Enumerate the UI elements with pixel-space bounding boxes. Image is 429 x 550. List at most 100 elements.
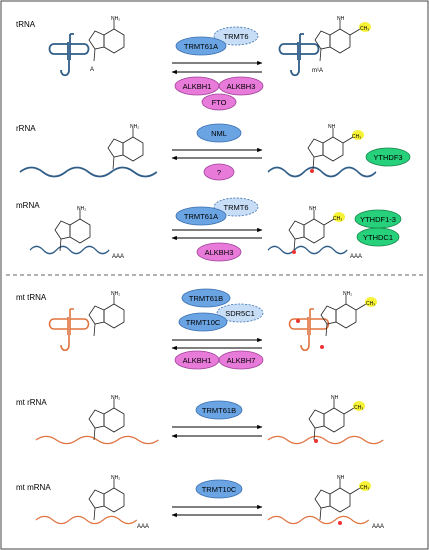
writer-enzyme: TRMT10C: [202, 485, 237, 494]
modified-site-marker: [292, 250, 296, 254]
row-mt-trna: mt tRNA NH₂ TRMT61B SDR5C1 TRMT10C ALKBH…: [16, 288, 378, 370]
amine-label: NH₂: [130, 124, 139, 130]
trna-product: NH CH₃ m¹A: [278, 16, 372, 77]
writer-enzyme: SDR5C1: [225, 309, 255, 318]
mrna-strand: [267, 245, 348, 255]
writer-enzyme: TRMT61B: [189, 294, 223, 303]
eraser-enzyme: ALKBH3: [205, 248, 234, 257]
row-mrna: mRNA NH₂ AAA TRMT6 TRMT61A ALKBH3 NH CH₃…: [16, 197, 402, 262]
eraser-enzyme: ALKBH1: [183, 82, 212, 91]
reader-protein-ellipse: [356, 227, 400, 247]
imine-label: NH: [331, 395, 339, 401]
modified-site-marker: [320, 345, 324, 349]
writer-enzyme-ellipse: [195, 479, 243, 499]
writer-enzyme-ellipse: [196, 123, 242, 143]
modified-site-marker: [338, 521, 342, 525]
mrna-strand: [29, 245, 110, 255]
trna-cloverleaf-icon: [288, 308, 330, 352]
eraser-enzyme-ellipse: [196, 242, 242, 262]
row-label: mt tRNA: [16, 293, 47, 302]
amine-label: NH₂: [111, 291, 120, 297]
methyl-label: CH₃: [354, 405, 363, 411]
methyl-label: CH₃: [366, 301, 375, 307]
eraser-enzyme: ALKBH3: [227, 82, 256, 91]
amine-label: NH₂: [77, 206, 86, 212]
eraser-enzyme: ?: [217, 168, 221, 177]
trna-cloverleaf-icon: [48, 308, 90, 352]
methyl-label: CH₃: [333, 216, 342, 222]
modified-site-marker: [296, 319, 300, 323]
row-rrna: rRNA NH₂ NML ? NH CH₃ YTHDF3: [16, 123, 411, 181]
writer-enzyme: TRMT6: [224, 32, 249, 41]
eraser-enzyme-ellipse: [218, 76, 264, 96]
writer-enzyme-ellipse: [175, 36, 227, 56]
modified-site-marker: [314, 439, 318, 443]
mt-rrna-strand: [35, 435, 160, 445]
writer-enzyme-ellipse: [216, 303, 264, 323]
mt-mrna-strand: [35, 515, 138, 525]
adenine-structure: [88, 478, 125, 521]
modified-site-marker: [310, 169, 314, 173]
row-label: mt rRNA: [16, 398, 47, 407]
writer-enzyme-ellipse: [213, 26, 259, 46]
writer-enzyme: TRMT61A: [184, 212, 218, 221]
adenine-structure: [88, 294, 125, 337]
reader-protein: YTHDF3: [373, 153, 402, 162]
amine-label: NH₂: [111, 475, 120, 481]
adenine-structure: [54, 209, 91, 252]
eraser-enzyme: FTO: [212, 98, 227, 107]
row-label: rRNA: [16, 124, 36, 133]
row-trna: tRNA NH₂ A TRMT6 TRMT61A ALKBH1 ALKBH3 F…: [16, 16, 372, 111]
methyl-label: CH₃: [352, 134, 361, 140]
methyl-label: CH₃: [360, 485, 369, 491]
polya-tail: AAA: [112, 254, 124, 260]
adenine-structure: [88, 398, 125, 441]
mt-rrna-strand: [267, 435, 384, 445]
eraser-enzyme: ALKBH1: [183, 356, 212, 365]
trna-substrate: NH₂ A: [48, 16, 125, 77]
reader-protein: YTHDF1-3: [360, 215, 396, 224]
writer-enzyme-ellipse: [181, 288, 231, 308]
writer-enzyme: TRMT61B: [202, 406, 236, 415]
writer-enzyme: TRMT6: [224, 203, 249, 212]
imine-label: NH: [337, 475, 345, 481]
adenine-structure: [88, 19, 125, 62]
substrate-mark: A: [90, 67, 94, 73]
writer-enzyme-ellipse: [175, 206, 227, 226]
imine-label: NH: [337, 16, 345, 22]
polya-tail: AAA: [137, 524, 149, 530]
writer-enzyme-ellipse: [178, 312, 228, 332]
trna-cloverleaf-icon: [48, 33, 90, 77]
writer-complex: TRMT6 TRMT61A: [175, 26, 259, 56]
adenine-structure: [107, 127, 144, 170]
reader-protein-ellipse: [365, 147, 411, 167]
amine-label: NH₂: [111, 395, 120, 401]
row-label: mt mRNA: [16, 483, 51, 492]
writer-enzyme: TRMT61A: [184, 42, 218, 51]
writer-enzyme: NML: [211, 129, 227, 138]
product-mark: m¹A: [312, 68, 323, 74]
rrna-strand: [267, 166, 377, 178]
row-mt-rrna: mt rRNA NH₂ TRMT61B NH CH₃: [16, 395, 384, 445]
methyl-label: CH₃: [360, 26, 369, 32]
reader-protein: YTHDC1: [363, 233, 393, 242]
amine-label: NH₂: [111, 16, 120, 22]
row-label: tRNA: [16, 20, 36, 29]
polya-tail: AAA: [350, 254, 362, 260]
row-mt-mrna: mt mRNA NH₂ AAA TRMT10C NH CH₃ AAA: [16, 475, 384, 530]
eraser-enzyme: ALKBH7: [227, 356, 256, 365]
eraser-enzyme-ellipse: [201, 93, 237, 111]
eraser-enzyme-ellipse: [203, 163, 235, 181]
eraser-group: ALKBH1 ALKBH3 FTO: [174, 76, 264, 111]
row-label: mRNA: [16, 201, 40, 210]
writer-enzyme-ellipse: [195, 400, 243, 420]
imine-label: NH: [328, 124, 336, 130]
mt-mrna-strand: [267, 515, 370, 525]
rrna-strand: [19, 166, 158, 178]
imine-label: NH: [309, 206, 317, 212]
amine-label: NH₂: [343, 291, 352, 297]
polya-tail: AAA: [372, 524, 384, 530]
writer-enzyme: TRMT10C: [186, 318, 221, 327]
